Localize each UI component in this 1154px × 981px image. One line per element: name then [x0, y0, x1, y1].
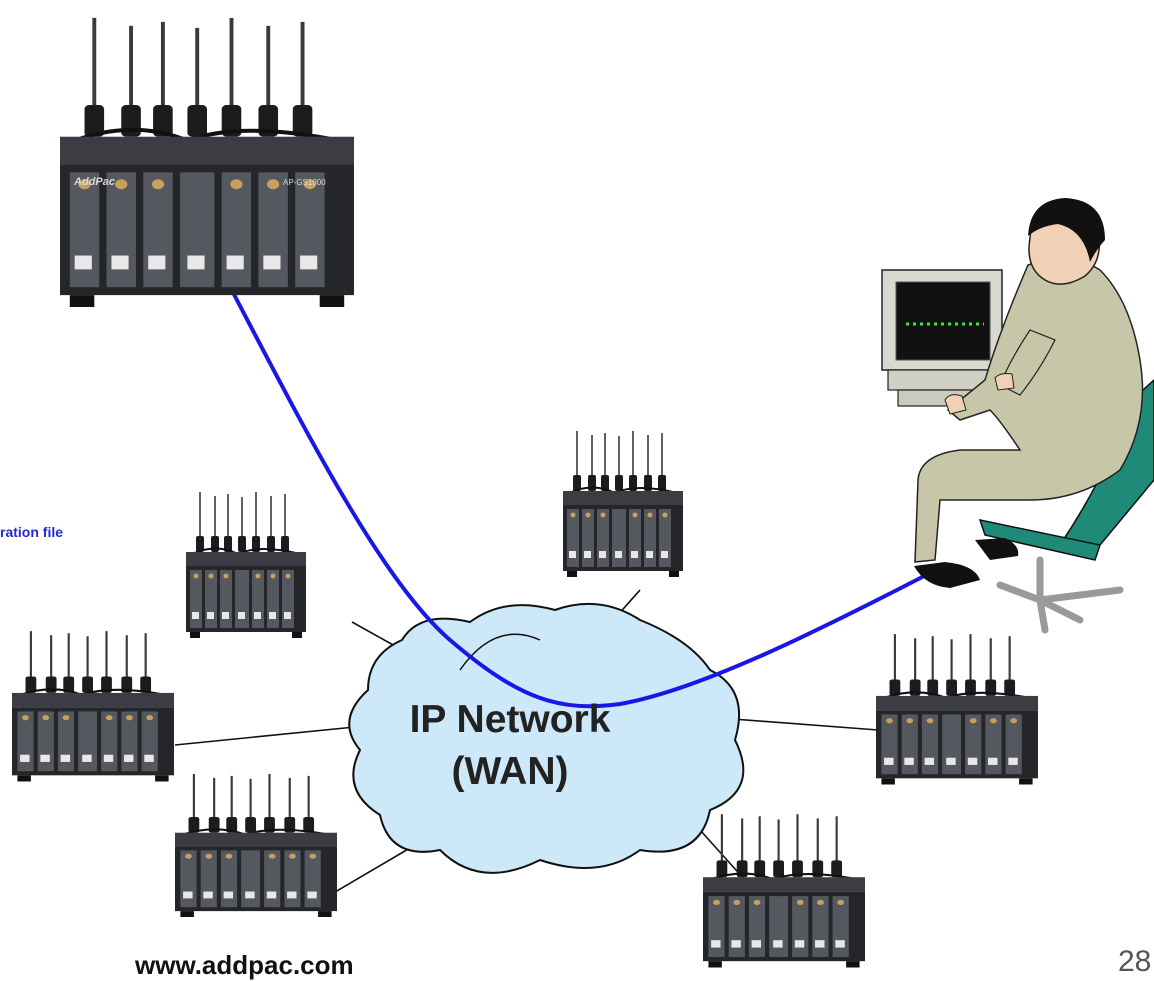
gateway-device-icon — [60, 18, 354, 307]
network-title-line2: (WAN) — [451, 750, 569, 793]
gateway-device-icon — [562, 430, 684, 578]
page-number: 28 — [1118, 945, 1152, 978]
gateway-device-icon — [185, 491, 307, 639]
gateway-device-icon — [701, 812, 867, 969]
gateway-device-icon — [10, 629, 176, 783]
network-title-line1: IP Network — [409, 698, 611, 741]
website-footer: www.addpac.com — [135, 950, 354, 980]
svg-text:AP-GS1000: AP-GS1000 — [283, 178, 326, 187]
gateway-device-icon — [173, 772, 339, 919]
svg-text:AddPac: AddPac — [73, 176, 115, 188]
ip-network-cloud — [348, 602, 745, 874]
gateway-device-icon — [874, 632, 1040, 786]
operator-at-computer-icon — [881, 198, 1154, 634]
config-download-link — [226, 282, 931, 709]
config-file-label: ration file — [0, 524, 64, 540]
